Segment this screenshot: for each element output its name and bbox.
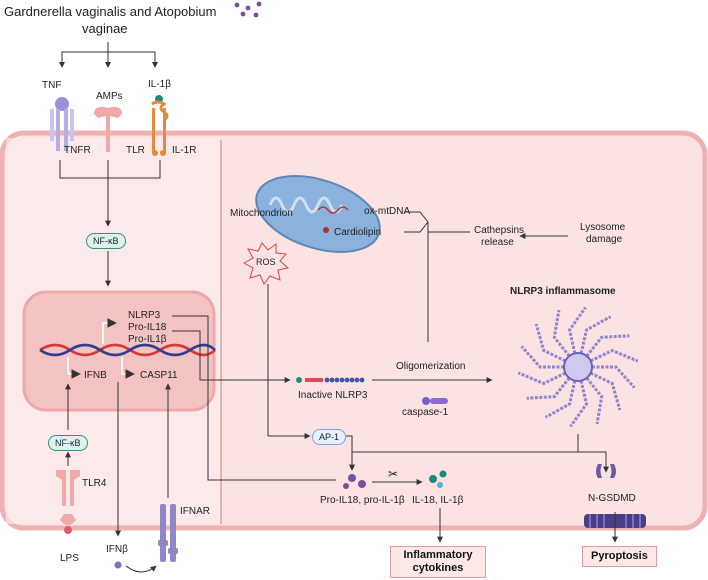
- pro-cytokine-icon: [343, 474, 366, 489]
- inflammasome-arm: [567, 306, 587, 354]
- inflammatory-cytokines-box: Inflammatory cytokines: [390, 546, 486, 578]
- ligand-branch-arrows: [61, 42, 156, 64]
- tlr-receptor-icon: [94, 106, 122, 152]
- receptor-convergence-lines: [59, 160, 161, 287]
- il1r-receptor-icon: [151, 95, 169, 156]
- tlr4-receptor-icon: [56, 470, 80, 525]
- scissors-icon: ✂: [388, 467, 398, 481]
- pro-il1b-gene-label: Pro-IL1β: [128, 334, 167, 345]
- ifnbeta-label: IFNβ: [106, 544, 128, 555]
- inflammasome-arm: [544, 380, 577, 419]
- ap1-badge: AP-1: [312, 429, 347, 445]
- nfkb-bottom-badge: NF-κB: [48, 435, 88, 451]
- inactive-nlrp3-icon: [296, 377, 365, 383]
- cardiolipin-label: Cardiolipin: [334, 227, 382, 238]
- mature-cytokine-icon: [429, 470, 447, 488]
- inflammasome-arm: [579, 315, 612, 354]
- inflammasome-arm: [585, 334, 630, 357]
- tnf-label: TNF: [42, 80, 62, 91]
- cathepsins-label-1: Cathepsins: [474, 225, 525, 236]
- lps-icon: [64, 526, 72, 534]
- tnfr-label: TNFR: [64, 145, 91, 156]
- mitochondrion-label: Mitochondrion: [230, 208, 293, 219]
- inflammatory-label-1: Inflammatory: [403, 549, 473, 561]
- inflammasome-arm: [520, 345, 564, 369]
- ifnar-label: IFNAR: [180, 506, 210, 517]
- lysosome-label-1: Lysosome: [580, 222, 626, 233]
- title-line-1: Gardnerella vaginalis and Atopobium: [4, 4, 217, 19]
- il18-il1b-label: IL-18, IL-1β: [412, 495, 464, 506]
- nlrp3-inflammasome-icon: [517, 306, 639, 428]
- tlr-label: TLR: [126, 145, 145, 156]
- nlrp3-inflammasome-label: NLRP3 inflammasome: [510, 286, 616, 297]
- inflammasome-arm: [552, 309, 571, 357]
- inflammasome-arm: [585, 377, 604, 425]
- ifnbeta-to-ifnar-arrow: [125, 565, 157, 573]
- ifnar-receptor-icon: [158, 504, 178, 562]
- ros-label: ROS: [256, 257, 276, 267]
- gene-product-lines: [172, 315, 336, 481]
- inflammasome-arm: [526, 377, 571, 400]
- tlr4-label: TLR4: [82, 478, 107, 489]
- ox-mtdna-label: ox-mtDNA: [364, 206, 411, 217]
- pro-il18-il1b-label: Pro-IL18, pro-IL-1β: [320, 495, 405, 506]
- lysosome-label-2: damage: [586, 234, 623, 245]
- oligomerization-label: Oligomerization: [396, 361, 466, 372]
- inflammasome-arm: [592, 365, 636, 389]
- nlrp3-gene-label: NLRP3: [128, 310, 161, 321]
- inactive-nlrp3-label: Inactive NLRP3: [298, 390, 368, 401]
- cathepsins-label-2: release: [481, 237, 514, 248]
- title-line-2: vaginae: [82, 21, 128, 36]
- amps-label: AMPs: [96, 91, 123, 102]
- caspase1-icon: [422, 397, 448, 405]
- inflammasome-arm: [589, 371, 622, 411]
- ligand-arrowheads: [59, 62, 158, 68]
- ifnb-gene-label: IFNB: [84, 370, 107, 381]
- casp11-gene-label: CASP11: [140, 370, 178, 381]
- inflammasome-core: [563, 352, 593, 382]
- inflammasome-arm: [534, 323, 567, 363]
- inflammasome-arm: [517, 371, 567, 386]
- pyroptosis-box: Pyroptosis: [582, 546, 657, 567]
- gsdmd-icon: [596, 464, 616, 478]
- dna-helix: [39, 343, 216, 357]
- ros-burst-icon: [242, 242, 290, 285]
- lps-label: LPS: [60, 553, 79, 564]
- mito-signal-bracket: [404, 211, 470, 342]
- pro-il18-gene-label: Pro-IL18: [128, 322, 167, 333]
- gene-arrows: [67, 318, 135, 379]
- tnf-receptor-icon: [50, 97, 74, 151]
- ifnbeta-icon: [114, 561, 122, 569]
- inflammatory-label-2: cytokines: [412, 562, 464, 574]
- bacteria-icon: [234, 1, 262, 18]
- inflammasome-arm: [569, 380, 589, 428]
- caspase1-label: caspase-1: [402, 407, 449, 418]
- mitochondrion-icon: [255, 175, 381, 253]
- il1r-label: IL-1R: [172, 145, 197, 156]
- il1b-top-label: IL-1β: [148, 79, 171, 90]
- inflammasome-arm: [589, 348, 639, 363]
- inflammasome-output-lines: [349, 434, 609, 473]
- n-gsdmd-label: N-GSDMD: [588, 493, 636, 504]
- nucleus: [22, 290, 216, 412]
- nfkb-top-badge: NF-κB: [86, 233, 126, 249]
